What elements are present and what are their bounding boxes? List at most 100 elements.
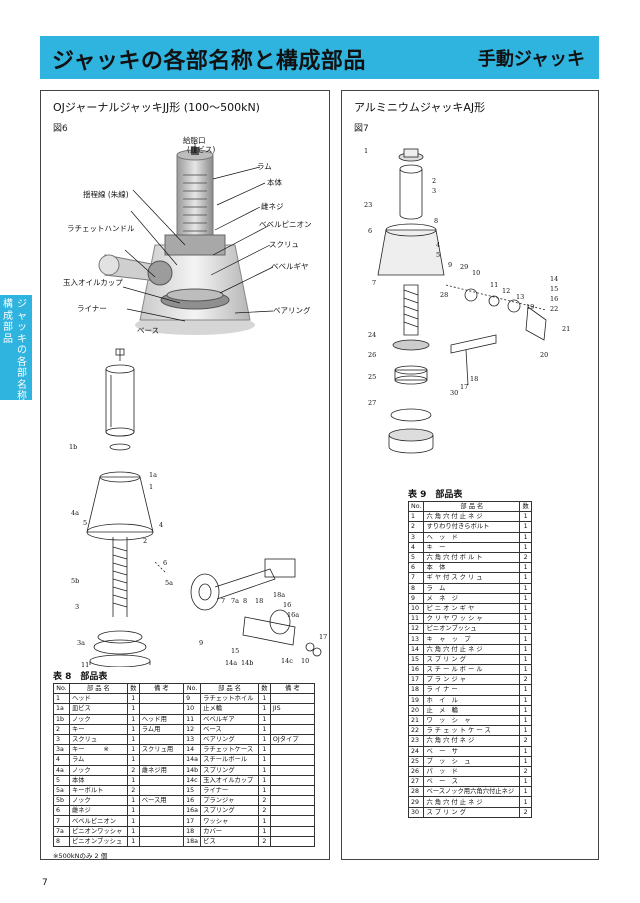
cell-part-name: ピニオンブッシュ [68, 835, 128, 848]
col-header-part-name: 部 品 名 [68, 682, 128, 695]
cell-no: 14 [407, 643, 425, 655]
cell-part-name: 止 メ 輪 [423, 704, 521, 716]
cell-part-name: ギ ヤ 付 ス ク リ ュ [423, 572, 521, 584]
cell-qty: 2 [519, 735, 532, 747]
cell-no: 21 [407, 714, 425, 727]
cell-qty: 1 [126, 795, 140, 807]
cell-part-name: ス プ リ ン グ [423, 653, 521, 666]
cell-qty: 1 [257, 825, 271, 837]
cell-no: 18a [183, 835, 202, 848]
col-header-part-name: 部 品 名 [200, 682, 259, 695]
cell-qty: 1 [126, 713, 140, 725]
col-header-remarks: 備 考 [138, 682, 185, 695]
cell-remarks [269, 713, 316, 725]
cell-no: 2 [53, 723, 70, 735]
cell-no: 9 [183, 693, 202, 705]
cell-no: 16a [183, 805, 202, 817]
cell-remarks: OJタイプ [269, 733, 316, 746]
cutaway-svg: 給脂口 (皿ビス) ラム 本体 揺程線 (朱線) 雌ネジ ラチェットハンドル ベ… [63, 135, 312, 335]
cell-qty: 1 [257, 703, 271, 715]
cell-part-name: キーボルト [68, 784, 128, 797]
cell-remarks: JIS [269, 703, 316, 715]
cell-remarks [269, 774, 316, 786]
cell-no: 8 [407, 582, 425, 594]
cell-remarks [138, 805, 185, 817]
aj-part-no-16: 16 [550, 295, 558, 303]
table-9-header-row: No. 部 品 名 数 [407, 500, 532, 513]
cell-no: 19 [407, 694, 425, 706]
aj-part-no-20: 20 [540, 351, 548, 359]
cell-no: 20 [407, 704, 425, 716]
cell-remarks [269, 815, 316, 827]
cell-part-name: メ ネ ジ [423, 592, 521, 604]
cell-no: 18 [183, 825, 202, 837]
cell-no: 9 [407, 592, 425, 604]
cell-qty: 2 [519, 765, 532, 778]
cell-part-name: ラ ム [423, 582, 521, 594]
cell-part-name: ピニオンワッシャ [68, 825, 128, 837]
cell-qty: 1 [126, 703, 140, 715]
callout-grease-port: 給脂口 [183, 135, 206, 145]
cell-qty: 1 [257, 784, 271, 797]
cell-qty: 1 [519, 755, 532, 767]
cell-qty: 1 [519, 725, 532, 737]
cell-remarks [138, 754, 185, 766]
cell-remarks [269, 754, 316, 766]
aj-part-no-13: 13 [516, 293, 524, 301]
cell-part-name: 止メ輪 [200, 703, 259, 715]
cell-part-name: ノック [68, 713, 128, 725]
cell-remarks [138, 703, 185, 715]
callout-body: 本体 [267, 177, 282, 187]
part-no-14a: 14a [225, 659, 237, 667]
part-no-17: 17 [319, 633, 327, 641]
cell-remarks: ラム用 [138, 723, 185, 735]
cell-part-name: ヘッド [68, 693, 128, 705]
cell-qty: 1 [257, 815, 271, 827]
cell-no: 14a [183, 754, 202, 766]
cell-part-name: ラ チ ェ ッ ト ケ ー ス [423, 725, 521, 737]
part-no-1a: 1a [149, 471, 157, 479]
aj-part-no-22: 22 [550, 305, 558, 313]
cell-qty: 1 [519, 592, 532, 604]
part-no-16a: 16a [287, 611, 299, 619]
cell-no: 16 [183, 795, 202, 807]
cell-remarks [269, 825, 316, 837]
section-side-tab[interactable]: ジャッキの各部名称と 構成部品 [0, 295, 32, 414]
cell-no: 10 [183, 703, 202, 715]
col-header-part-name: 部 品 名 [423, 500, 521, 513]
col-header-no: No. [183, 682, 202, 695]
table-8-title: 表 8 部品表 [53, 672, 108, 682]
cell-qty: 2 [126, 764, 140, 776]
callout-ram: ラム [257, 162, 272, 171]
callout-stroke-line: 揺程線 (朱線) [83, 189, 129, 199]
aj-part-no-4: 4 [436, 241, 440, 249]
jack-exploded-drawing: 1b 1a 1 4a 4 5 6 5a 5b 3 3a 11 13 12 7 7… [45, 347, 327, 667]
cell-qty: 1 [519, 562, 532, 574]
cell-part-name: ス チ ー ル ボ ー ル [423, 663, 521, 676]
part-no-11: 11 [81, 661, 89, 667]
cell-no: 2 [407, 521, 425, 533]
part-no-14b: 14b [241, 659, 253, 667]
cell-qty: 1 [519, 745, 532, 757]
cell-no: 11 [183, 713, 202, 725]
cell-no: 12 [407, 623, 425, 635]
cell-part-name: 本体 [68, 774, 128, 786]
cell-no: 15 [407, 653, 425, 666]
cell-part-name: スプリング [200, 764, 259, 776]
cell-no: 11 [407, 613, 425, 625]
part-no-6: 6 [163, 559, 167, 567]
